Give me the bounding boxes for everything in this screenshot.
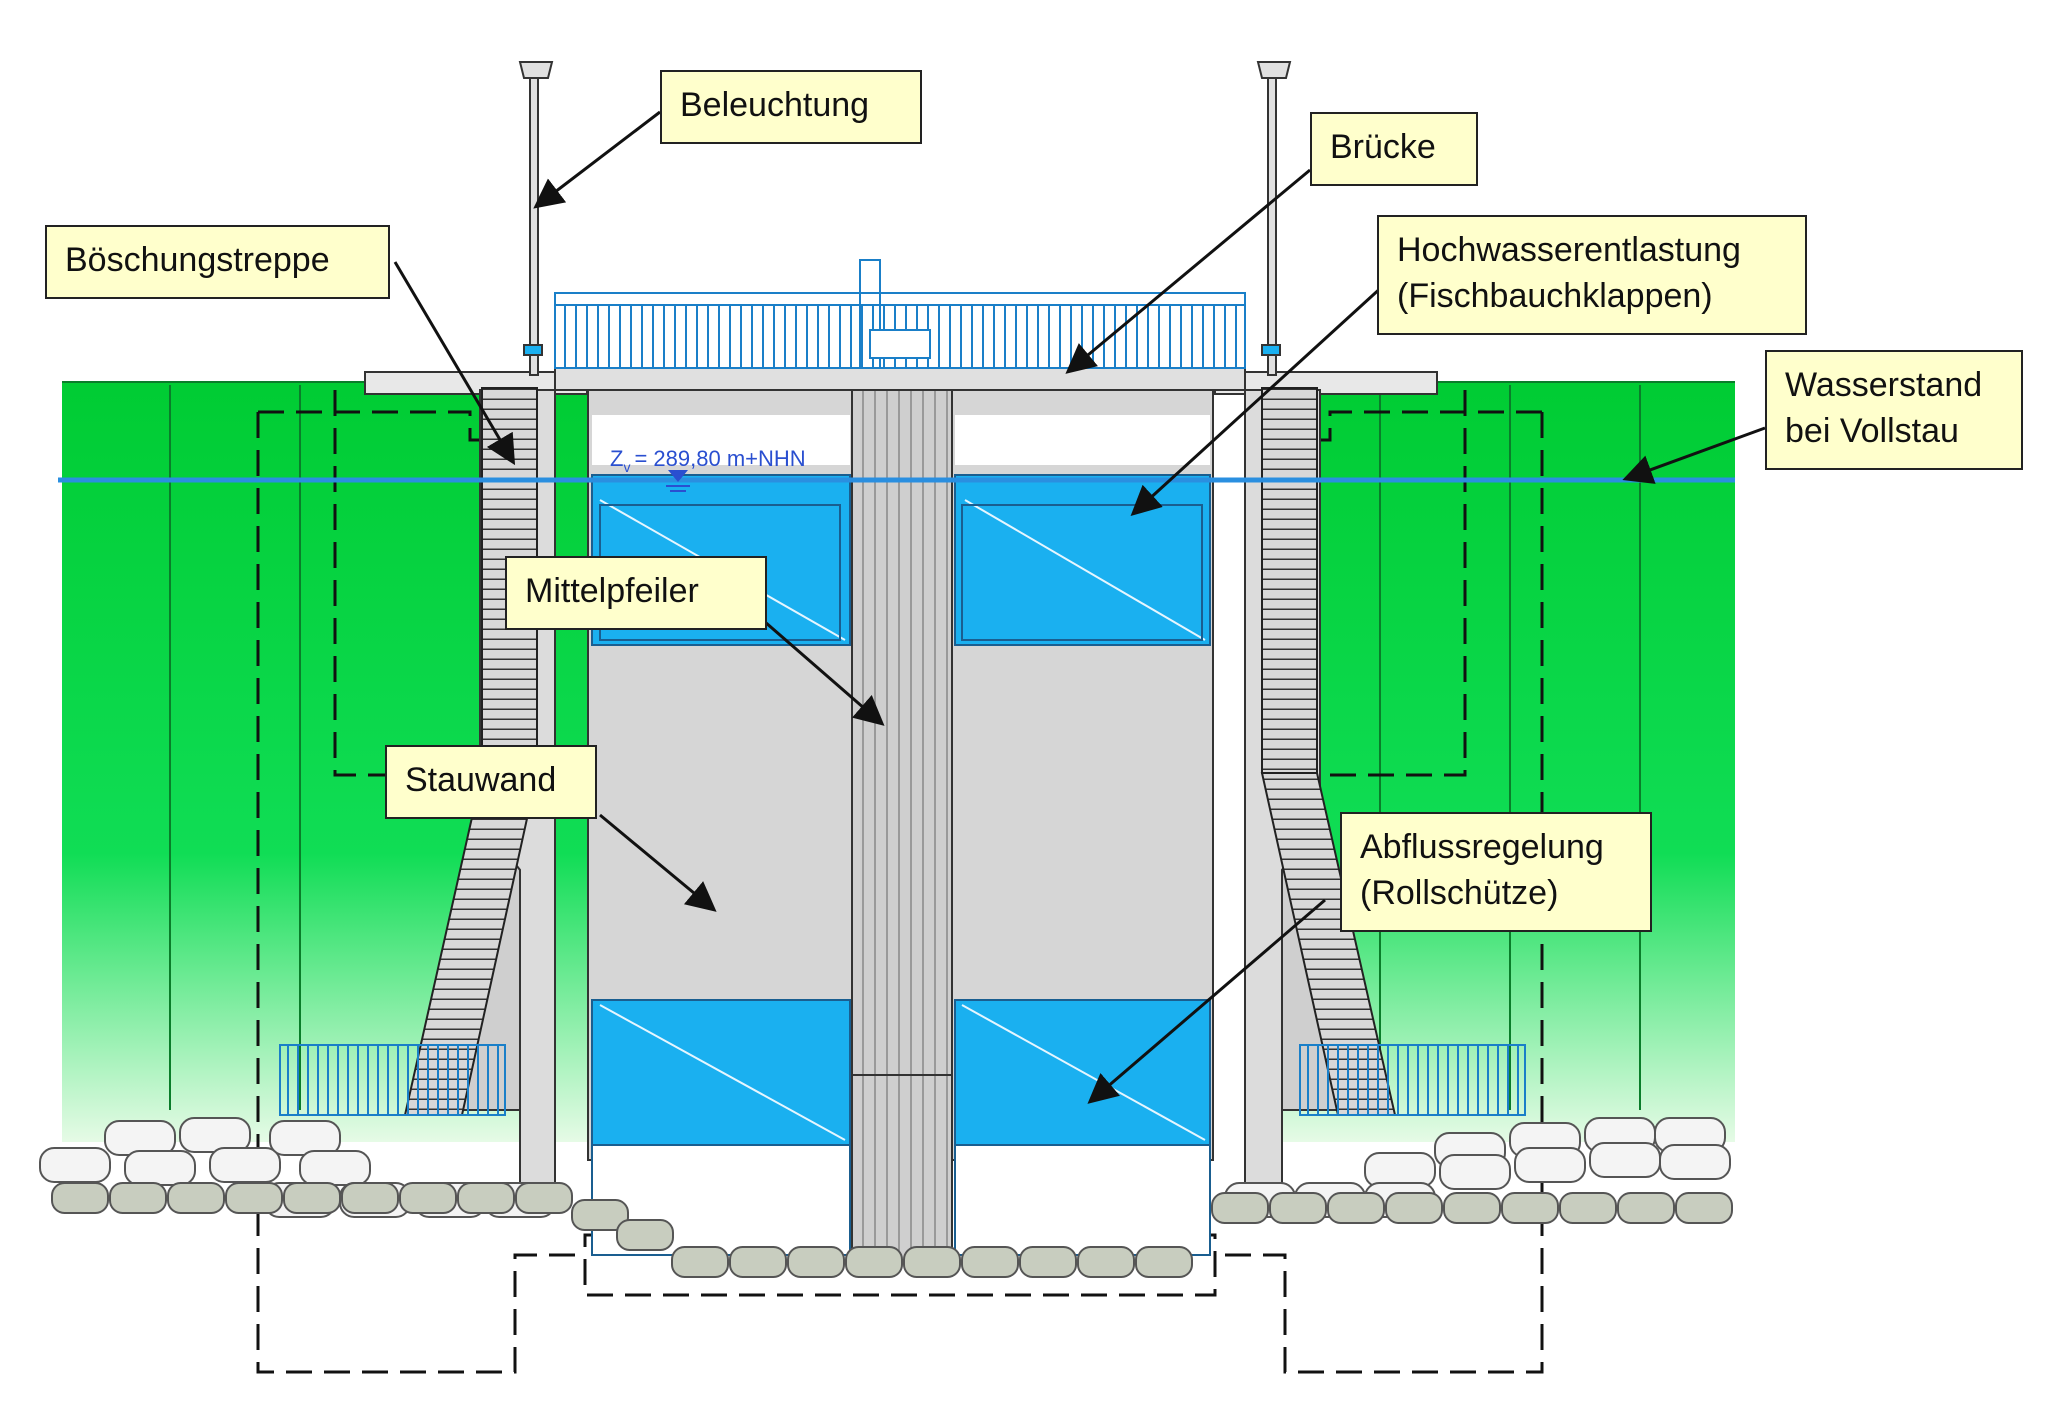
stone — [399, 1182, 457, 1214]
callout-abfluss-line2: (Rollschütze) — [1360, 874, 1559, 912]
callout-hochwasserentlastung: Hochwasserentlastung (Fischbauchklappen) — [1377, 215, 1807, 335]
svg-text:Zv= 289,80 m+NHN: Zv= 289,80 m+NHN — [610, 446, 806, 475]
embankment-contour-lines — [62, 381, 1735, 1110]
stone — [1077, 1246, 1135, 1278]
arrow-boeschungstreppe — [393, 261, 516, 466]
stone — [167, 1182, 225, 1214]
stone — [341, 1182, 399, 1214]
callout-bruecke: Brücke — [1310, 112, 1478, 186]
stone — [109, 1182, 167, 1214]
light-mast-right — [1256, 61, 1292, 376]
stone — [124, 1150, 196, 1186]
water-level-value: = 289,80 m+NHN — [634, 446, 805, 471]
middle-pillar — [851, 369, 953, 1261]
stone — [961, 1246, 1019, 1278]
bridge-deck — [554, 367, 1246, 391]
light-mast-left — [518, 61, 554, 376]
riprap-stones — [39, 1117, 1733, 1278]
stone — [1675, 1192, 1733, 1224]
callout-mittelpfeiler: Mittelpfeiler — [505, 556, 767, 630]
stone — [1269, 1192, 1327, 1224]
stone — [283, 1182, 341, 1214]
stone — [39, 1147, 111, 1183]
stone — [225, 1182, 283, 1214]
stone — [1135, 1246, 1193, 1278]
callout-bruecke-text: Brücke — [1330, 128, 1436, 166]
arrow-abfluss — [1087, 898, 1326, 1104]
stone — [1443, 1192, 1501, 1224]
stone — [1501, 1192, 1559, 1224]
leader-arrows — [393, 110, 1766, 1104]
callout-wasserstand-line1: Wasserstand — [1785, 366, 1983, 404]
stone — [845, 1246, 903, 1278]
water-level-annotation: Zv= 289,80 m+NHN — [610, 446, 806, 492]
stone — [1327, 1192, 1385, 1224]
stone — [1659, 1144, 1731, 1180]
arrow-stauwand — [599, 813, 717, 912]
callout-abfluss-line1: Abflussregelung — [1360, 828, 1604, 866]
callout-beleuchtung-text: Beleuchtung — [680, 86, 870, 124]
side-railing-right — [1299, 1044, 1526, 1116]
stone — [1559, 1192, 1617, 1224]
stone — [1439, 1154, 1511, 1190]
water-level-symbol-icon — [668, 470, 688, 482]
water-level-prefix: Z — [610, 446, 623, 471]
arrow-beleuchtung — [533, 110, 661, 209]
callout-hochwasser-line2: (Fischbauchklappen) — [1397, 277, 1713, 315]
callout-boeschungstreppe: Böschungstreppe — [45, 225, 390, 299]
callout-boeschungstreppe-text: Böschungstreppe — [65, 241, 330, 279]
stone — [1364, 1152, 1436, 1188]
water-level-subscript: v — [623, 459, 630, 475]
stone — [209, 1147, 281, 1183]
stone — [1589, 1142, 1661, 1178]
roller-sluice-gates — [591, 999, 1211, 1256]
stone — [787, 1246, 845, 1278]
stone — [1385, 1192, 1443, 1224]
callout-wasserstand-line2: bei Vollstau — [1785, 412, 1959, 450]
stone — [51, 1182, 109, 1214]
callout-stauwand-text: Stauwand — [405, 761, 557, 799]
arrow-wasserstand — [1622, 426, 1766, 484]
callout-abflussregelung: Abflussregelung (Rollschütze) — [1340, 812, 1652, 932]
stone — [299, 1150, 371, 1186]
stone — [1019, 1246, 1077, 1278]
stone — [671, 1246, 729, 1278]
side-railing-left — [279, 1044, 506, 1116]
callout-wasserstand: Wasserstand bei Vollstau — [1765, 350, 2023, 470]
stone — [457, 1182, 515, 1214]
callout-mittelpfeiler-text: Mittelpfeiler — [525, 572, 699, 610]
stone — [571, 1199, 629, 1231]
stone — [179, 1117, 251, 1153]
stone — [616, 1219, 674, 1251]
callout-beleuchtung: Beleuchtung — [660, 70, 922, 144]
callout-hochwasser-line1: Hochwasserentlastung — [1397, 231, 1741, 269]
stone — [903, 1246, 961, 1278]
stone — [1211, 1192, 1269, 1224]
callout-stauwand: Stauwand — [385, 745, 597, 819]
stone — [729, 1246, 787, 1278]
stone — [269, 1120, 341, 1156]
stone — [104, 1120, 176, 1156]
arrow-hochwasser — [1130, 273, 1397, 517]
stone — [1514, 1147, 1586, 1183]
arrow-mittelpfeiler — [764, 620, 885, 726]
arrow-bruecke — [1065, 168, 1311, 374]
bridge-railing — [554, 259, 1246, 369]
stone — [1617, 1192, 1675, 1224]
stone — [515, 1182, 573, 1214]
